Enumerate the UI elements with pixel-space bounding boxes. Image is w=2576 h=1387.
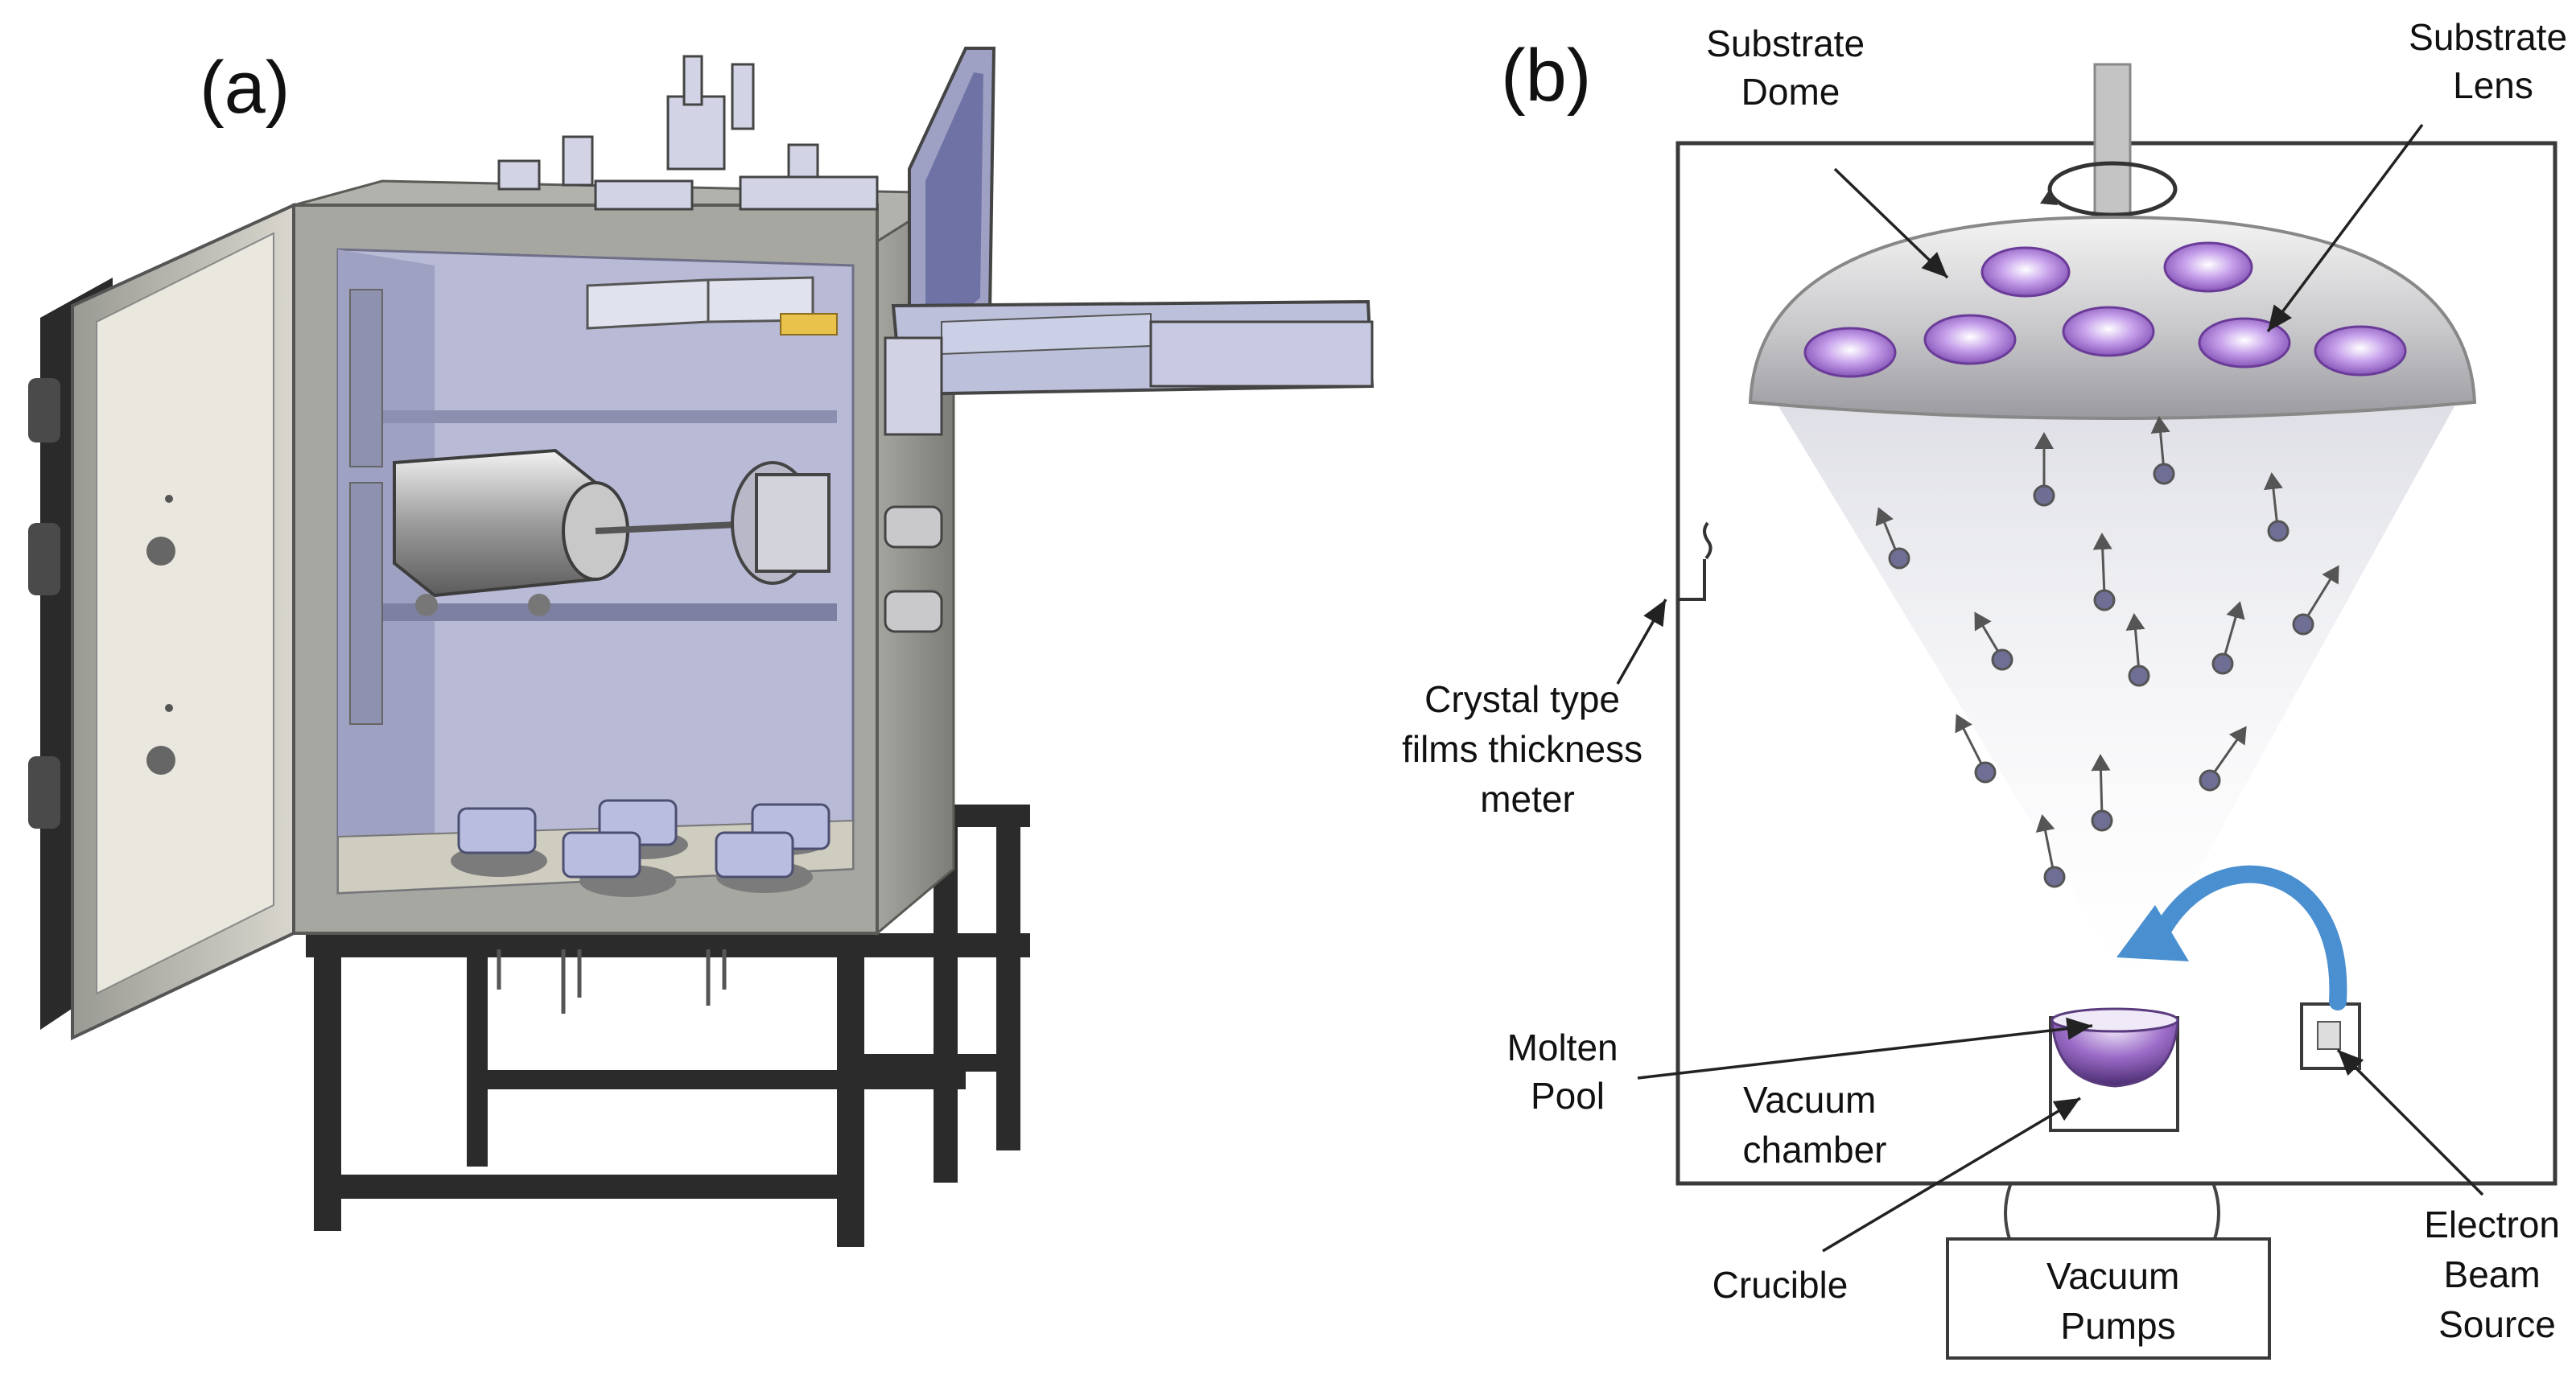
label-crucible: Crucible [1713, 1264, 1849, 1306]
panel-b-label: (b) [1501, 35, 1591, 117]
load-lock-arm [884, 299, 1375, 436]
thickness-meter-sensor [1678, 521, 1713, 601]
substrate-lens [2314, 325, 2407, 377]
substrate-lens [1803, 327, 1897, 378]
label-molten-pool: Molten Pool [1507, 1027, 1629, 1117]
label-vacuum-pumps: Vacuum Pumps [2046, 1255, 2190, 1347]
panel-b: (b) [1402, 16, 2576, 1360]
feedthrough-lines [497, 949, 727, 1014]
evaporator-machine-illustration [28, 47, 1375, 1247]
rotation-shaft [2093, 63, 2132, 227]
substrate-lens [2198, 317, 2291, 368]
substrate-lens [1980, 246, 2071, 298]
crucible-pockets [451, 799, 831, 897]
label-substrate-lens: Substrate Lens [2409, 16, 2576, 106]
label-thickness-meter: Crystal type films thickness meter [1402, 678, 1653, 820]
pump-connections [2004, 1184, 2220, 1242]
leader-lines [1616, 123, 2484, 1253]
vacuum-pumps-box [1946, 1237, 2271, 1360]
chamber-door [28, 202, 295, 1041]
lid-fixtures [497, 55, 879, 211]
support-stand [306, 805, 1030, 1247]
substrate-lens [1923, 314, 2017, 365]
substrate-lens [2163, 241, 2253, 293]
label-substrate-dome: Substrate Dome [1706, 23, 1875, 113]
label-vacuum-chamber: Vacuum chamber [1743, 1079, 1887, 1171]
heater-unit [393, 448, 831, 616]
panel-a: (a) [28, 47, 1375, 1247]
label-electron-beam-source: Electron Beam Source [2424, 1204, 2570, 1345]
diagram-labels: Substrate Dome Substrate Lens Crystal ty… [1402, 16, 2576, 1347]
panel-a-label: (a) [200, 47, 290, 129]
evaporated-particles [1875, 416, 2339, 888]
vapor-cone [1778, 406, 2454, 990]
electron-beam-arrow [2116, 865, 2347, 1010]
substrate-lens [2062, 306, 2155, 357]
